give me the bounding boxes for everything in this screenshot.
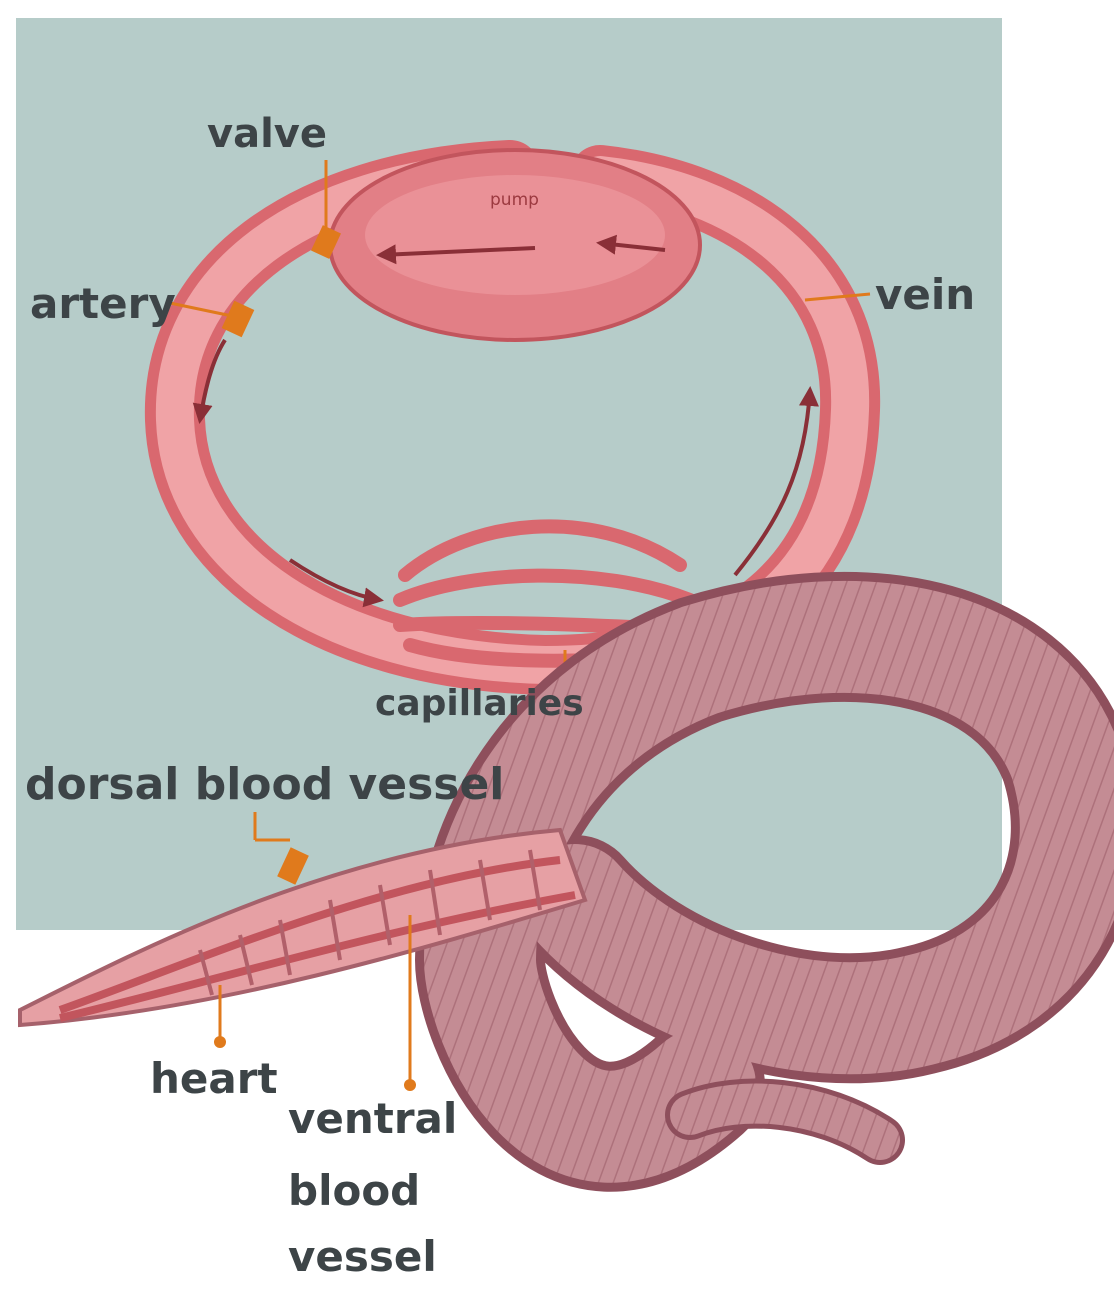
label-dorsal: dorsal blood vessel xyxy=(25,763,504,807)
ventral-pointer-dot xyxy=(404,1079,416,1091)
label-artery: artery xyxy=(30,283,176,325)
label-ventral-3: vessel xyxy=(288,1236,437,1278)
label-pump: pump xyxy=(490,192,539,209)
label-vein: vein xyxy=(875,274,975,316)
heart-pointer-dot xyxy=(214,1036,226,1048)
label-ventral-1: ventral xyxy=(288,1098,457,1140)
label-capillaries: capillaries xyxy=(375,686,584,722)
label-heart: heart xyxy=(150,1058,278,1100)
label-ventral-2: blood xyxy=(288,1170,420,1212)
label-valve: valve xyxy=(207,114,327,154)
